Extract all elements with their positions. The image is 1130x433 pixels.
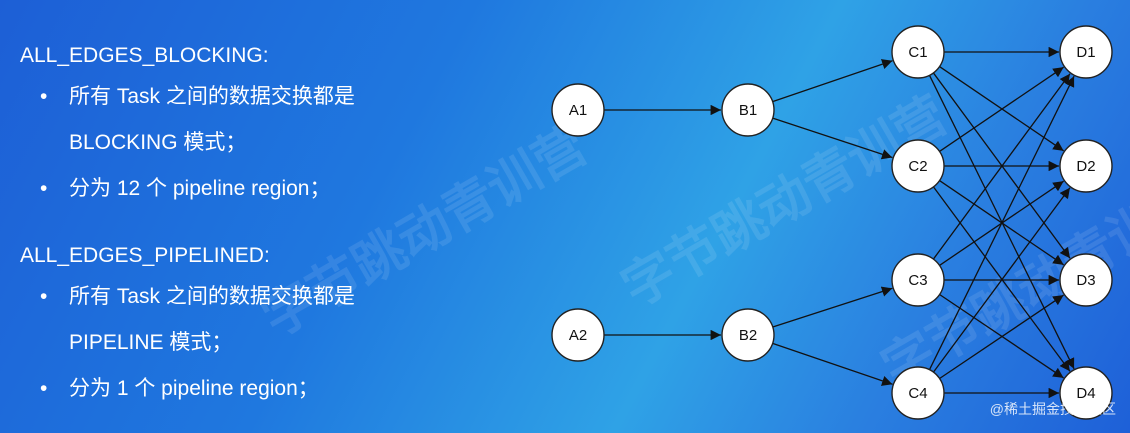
node-A1: A1	[551, 83, 605, 137]
node-circle	[891, 366, 945, 420]
node-circle	[1059, 139, 1113, 193]
node-label: A2	[569, 327, 587, 344]
node-label: D2	[1076, 158, 1095, 175]
edge-B2-C4	[772, 342, 893, 386]
node-C3: C3	[891, 253, 945, 307]
node-circle	[721, 83, 775, 137]
node-A2: A2	[551, 308, 605, 362]
pipelined-section: ALL_EDGES_PIPELINED: • 所有 Task 之间的数据交换都是…	[20, 238, 480, 412]
pipelined-title: ALL_EDGES_PIPELINED:	[20, 244, 270, 267]
node-label: B1	[739, 102, 757, 119]
node-circle	[1059, 253, 1113, 307]
bullet-item-continuation: PIPELINE 模式；	[20, 320, 480, 366]
description-panel: ALL_EDGES_BLOCKING: • 所有 Task 之间的数据交换都是 …	[20, 38, 480, 412]
node-D3: D3	[1059, 253, 1113, 307]
node-circle	[1059, 25, 1113, 79]
blocking-title: ALL_EDGES_BLOCKING:	[20, 44, 269, 67]
bullet-item: • 分为 1 个 pipeline region；	[20, 366, 480, 412]
bullet-item: • 所有 Task 之间的数据交换都是	[20, 74, 480, 120]
node-circle	[891, 253, 945, 307]
node-circle	[551, 83, 605, 137]
node-D1: D1	[1059, 25, 1113, 79]
blocking-section: ALL_EDGES_BLOCKING: • 所有 Task 之间的数据交换都是 …	[20, 38, 480, 212]
node-C2: C2	[891, 139, 945, 193]
edge-C4-D2	[932, 187, 1071, 373]
node-D4: D4	[1059, 366, 1113, 420]
footer-watermark: @稀土掘金技术社区	[989, 401, 1116, 417]
node-label: C4	[908, 385, 927, 402]
bullet-dot: •	[40, 285, 48, 308]
node-B2: B2	[721, 308, 775, 362]
node-B1: B1	[721, 83, 775, 137]
bullet-text: PIPELINE 模式；	[69, 331, 233, 354]
edge-C2-D1	[939, 66, 1065, 152]
edge-B2-C3	[772, 286, 893, 328]
bullet-dot: •	[40, 85, 48, 108]
node-label: D3	[1076, 272, 1095, 289]
edge-C4-D1	[928, 75, 1075, 370]
node-label: C1	[908, 44, 927, 61]
node-label: C2	[908, 158, 927, 175]
bullet-text: 分为 12 个 pipeline region；	[69, 177, 331, 200]
bullet-text: 分为 1 个 pipeline region；	[69, 377, 319, 400]
node-circle	[721, 308, 775, 362]
node-D2: D2	[1059, 139, 1113, 193]
bullet-text: BLOCKING 模式；	[69, 131, 247, 154]
node-C4: C4	[891, 366, 945, 420]
node-label: B2	[739, 327, 757, 344]
node-label: C3	[908, 272, 927, 289]
bullet-text: 所有 Task 之间的数据交换都是	[69, 285, 355, 308]
edge-C3-D1	[932, 73, 1071, 260]
edge-C4-D3	[939, 294, 1064, 380]
bullet-dot: •	[40, 377, 48, 400]
node-C1: C1	[891, 25, 945, 79]
node-circle	[1059, 366, 1113, 420]
edge-B1-C1	[772, 59, 893, 103]
edge-B1-C2	[772, 117, 893, 160]
bullet-item-continuation: BLOCKING 模式；	[20, 120, 480, 166]
bullet-item: • 所有 Task 之间的数据交换都是	[20, 274, 480, 320]
bullet-item: • 分为 12 个 pipeline region；	[20, 166, 480, 212]
bullet-text: 所有 Task 之间的数据交换都是	[69, 85, 355, 108]
edges-layer	[604, 46, 1075, 399]
node-label: D4	[1076, 385, 1095, 402]
node-circle	[891, 25, 945, 79]
node-circle	[891, 139, 945, 193]
bullet-dot: •	[40, 177, 48, 200]
node-label: A1	[569, 102, 587, 119]
node-label: D1	[1076, 44, 1095, 61]
node-circle	[551, 308, 605, 362]
